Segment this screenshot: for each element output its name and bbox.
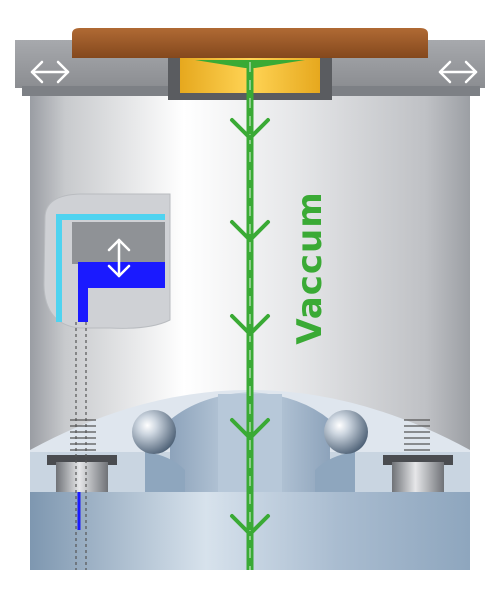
slide-arrows-left-icon (30, 60, 70, 84)
bearing-ball-left (132, 410, 176, 454)
screw-right (383, 419, 453, 492)
flow-chevron-icon (230, 118, 270, 140)
rail-right-lip (330, 86, 480, 96)
rail-left-lip (22, 86, 172, 96)
flow-chevron-icon (230, 314, 270, 336)
screw-left (47, 419, 117, 492)
flow-chevron-icon (230, 418, 270, 440)
wood-workpiece (72, 28, 428, 58)
ball-seat-right (315, 452, 355, 492)
flow-chevron-icon (230, 514, 270, 536)
blue-seal-layer (78, 262, 165, 322)
vacuum-label: Vaccum (290, 191, 330, 344)
bearing-ball-right (324, 410, 368, 454)
slide-arrows-right-icon (438, 60, 478, 84)
lift-arrow-icon (107, 238, 131, 278)
ball-seat-left (145, 452, 185, 492)
detail-inset (43, 193, 171, 329)
flow-chevron-icon (230, 220, 270, 242)
